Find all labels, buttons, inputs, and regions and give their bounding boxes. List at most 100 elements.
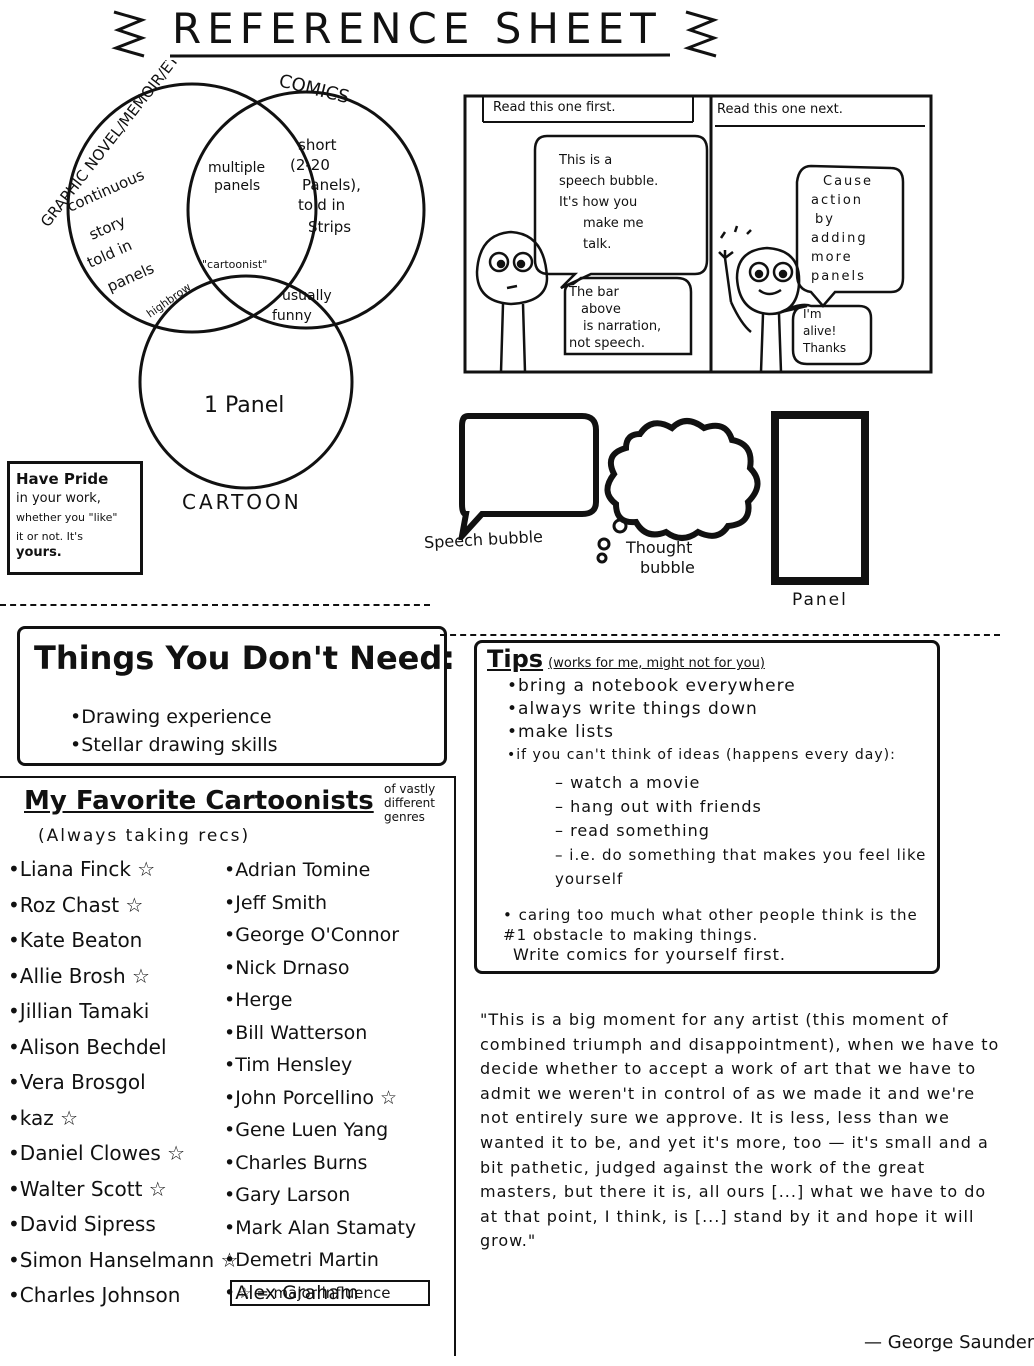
speech-bubble-label: Speech bubble [423,526,544,553]
tips-box: Tips (works for me, might not for you) b… [474,640,940,974]
dont-need-item: Stellar drawing skills [70,731,277,759]
cartoonist-item: George O'Connor [224,919,416,952]
venn-gn-comics: multiple panels [208,160,265,194]
svg-text:(2-20: (2-20 [290,156,330,174]
cartoonist-item: Alex Graham [224,1277,416,1310]
pride-line-5: yours. [16,545,62,560]
cartoonist-item: Gary Larson [224,1179,416,1212]
cartoonist-item: Adrian Tomine [224,854,416,887]
tip-sub-item: – read something [555,821,710,840]
cartoonist-item: Alison Bechdel [8,1030,238,1066]
bubble-2-text: Cause action by adding more panels [811,174,874,284]
character-2-icon [718,225,801,373]
pride-note: Have Pride in your work, whether you "li… [7,461,143,575]
tips-closing: Write comics for yourself first. [513,945,786,964]
cartoonist-item: Walter Scott ☆ [8,1172,238,1208]
narration-1-text: The bar above is narration, not speech. [569,285,662,351]
bubble-1-text: This is a speech bubble. It's how you ma… [559,153,659,252]
venn-label-comics: COMICS [277,70,352,108]
venn-diagram: GRAPHIC NOVEL/MEMOIR/ETC COMICS continuo… [37,60,426,490]
speech-bubble-shape-icon [458,413,599,540]
title-row: REFERENCE SHEET [110,4,750,60]
left-squiggle-icon [111,10,147,58]
speech-bubble-2 [795,164,905,308]
panel-shape-icon [771,411,869,585]
panel-2-caption: Read this one next. [717,102,843,117]
tip-item: always write things down [507,698,937,721]
svg-text:funny: funny [272,308,312,324]
cartoonist-item: Herge [224,984,416,1017]
comic-strip-frame [463,94,933,374]
tip-item: if you can't think of ideas (happens eve… [507,744,937,767]
comic-strip: Read this one first. Read this one next.… [463,92,933,376]
tips-list: bring a notebook everywhere always write… [507,675,937,767]
panel-1-caption: Read this one first. [493,100,616,115]
tip-last-item: • caring too much what other people thin… [503,906,918,944]
tips-sub-list: – watch a movie – hang out with friends … [555,771,935,891]
cartoonist-item: Roz Chast ☆ [8,888,238,924]
tip-sub-item: – i.e. do something that makes you feel … [555,846,927,888]
cartoonist-item: kaz ☆ [8,1101,238,1137]
favorites-column-2: Adrian Tomine Jeff Smith George O'Connor… [224,854,416,1309]
dont-need-list: Drawing experience Stellar drawing skill… [70,703,278,759]
venn-comics-only: short (2-20 Panels), told in Strips [290,136,361,236]
quote-text: "This is a big moment for any artist (th… [480,1010,1000,1251]
pride-line-1: Have Pride [16,470,109,488]
dont-need-box: Things You Don't Need: Drawing experienc… [17,626,455,766]
tip-item: make lists [507,721,937,744]
cartoonist-item: Gene Luen Yang [224,1114,416,1147]
cartoonist-item: Allie Brosh ☆ [8,959,238,995]
svg-text:panels: panels [104,259,157,296]
venn-circle-cartoon [138,274,354,490]
cartoonist-item: Jillian Tamaki [8,994,238,1030]
cartoonist-item: Liana Finck ☆ [8,852,238,888]
svg-text:told in: told in [298,196,345,214]
bubble-3-text: I'm alive! Thanks [803,307,847,355]
tip-sub-item: – watch a movie [555,773,701,792]
svg-text:usually: usually [282,288,332,304]
pride-line-3: whether you "like" [16,511,118,524]
favorites-side-note: of vastly different genres [384,782,436,824]
thought-bubble-label: Thought bubble [626,538,695,577]
favorites-legend: ☆ = major influence [230,1280,430,1306]
cartoonist-item: Nick Drnaso [224,952,416,985]
cartoonist-item: Demetri Martin [224,1244,416,1277]
svg-text:Panels),: Panels), [302,176,361,194]
title-underline [170,53,670,58]
character-1-icon [475,230,549,373]
cartoonist-item: Charles Burns [224,1147,416,1180]
venn-circle-graphic-novel [66,82,318,334]
thought-bubble-shape-icon [596,418,761,564]
pride-line-2: in your work, [16,491,101,506]
tip-item: bring a notebook everywhere [507,675,937,698]
cartoonist-item: Jeff Smith [224,887,416,920]
right-squiggle-icon [683,10,719,58]
favorites-section: My Favorite Cartoonists of vastly differ… [0,776,456,1356]
favorites-column-1: Liana Finck ☆ Roz Chast ☆ Kate Beaton Al… [8,852,239,1314]
section-divider-right [440,634,1000,636]
venn-comics-cartoon: usually funny [272,288,332,324]
venn-gn-cartoon: highbrow [144,281,193,321]
favorites-heading: My Favorite Cartoonists [24,786,374,816]
venn-circle-comics [186,90,426,330]
panel-label: Panel [792,590,848,610]
cartoonist-item: Mark Alan Stamaty [224,1212,416,1245]
dont-need-item: Drawing experience [70,703,278,731]
section-divider [0,604,430,606]
venn-center: "cartoonist" [202,258,267,271]
cartoonist-item: Bill Watterson [224,1017,416,1050]
tips-heading: Tips [487,645,544,673]
speech-bubble-3 [780,303,873,366]
favorites-sub-note: (Always taking recs) [38,826,251,846]
cartoonist-item: Charles Johnson [8,1278,238,1314]
page-title: REFERENCE SHEET [172,4,662,53]
pride-line-4: it or not. It's [16,530,83,543]
quote-author: — George Saunders [864,1332,1034,1353]
cartoonist-item: Simon Hanselmann ☆ [8,1243,239,1279]
tip-sub-item: – hang out with friends [555,797,762,816]
venn-cartoon-only: 1 Panel [204,393,284,418]
cartoonist-item: David Sipress [8,1207,238,1243]
svg-text:Strips: Strips [308,218,351,236]
svg-text:panels: panels [214,178,260,194]
venn-label-cartoon: CARTOON [182,490,302,514]
